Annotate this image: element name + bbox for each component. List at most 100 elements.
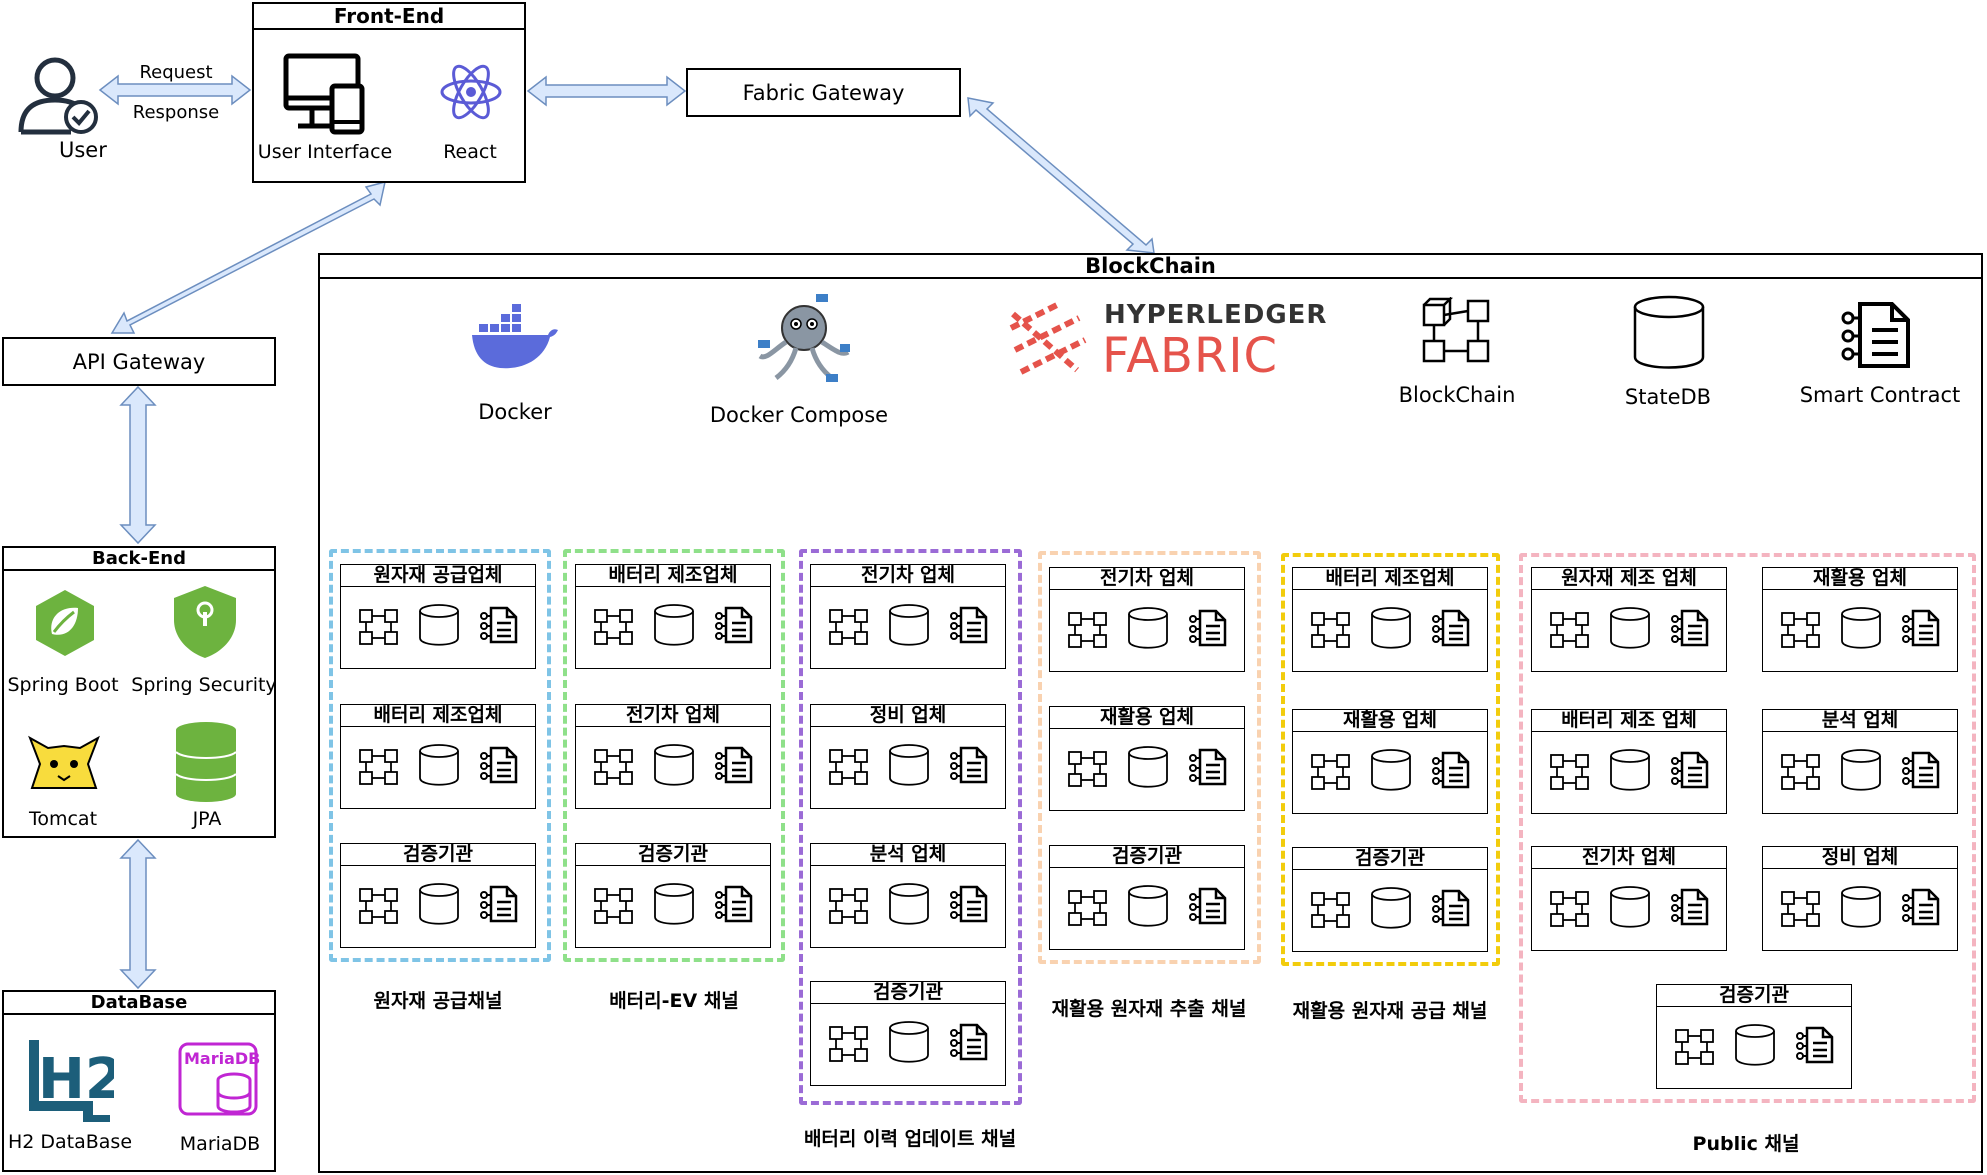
channel-node: 배터리 제조업체 [575,564,771,669]
statedb-node-icon [654,744,694,786]
docker-compose-label: Docker Compose [709,403,889,427]
mariadb-icon: MariaDB [178,1042,262,1122]
channel-2-frame [563,549,785,962]
statedb-node-icon [1371,607,1411,649]
h2-label: H2 DataBase [7,1131,133,1153]
blockchain-icon [359,888,398,924]
statedb-node-icon [654,883,694,925]
smart-contract-node-icon [715,746,753,784]
smart-contract-node-icon [715,885,753,923]
smart-contract-node-icon [1671,888,1709,926]
docker-label: Docker [478,400,552,424]
statedb-node-icon [1371,749,1411,791]
channel-node: 검증기관 [1292,847,1488,952]
spring-boot-icon [30,588,100,662]
blockchain-icon [594,888,633,924]
channel-label: 재활용 원자재 추출 채널 [1051,998,1247,1020]
smart-contract-node-icon [1671,609,1709,647]
channel-node: 배터리 제조업체 [1292,567,1488,672]
statedb-node-icon [1371,887,1411,929]
channel-label: Public 채널 [1692,1133,1800,1155]
node-title: 재활용 업체 [1293,710,1487,732]
statedb-node-icon [1610,749,1650,791]
channel-node: 재활용 업체 [1049,706,1245,811]
node-title: 검증기관 [341,844,535,866]
statedb-node-icon [889,1021,929,1063]
statedb-node-icon [1128,746,1168,788]
channel-node: 원자재 공급업체 [340,564,536,669]
smart-contract-node-icon [480,746,518,784]
statedb-node-icon [654,604,694,646]
blockchain-icon [829,888,868,924]
backend-db-arrow [119,838,157,990]
channel-node: 분석 업체 [810,843,1006,948]
channel-node: 전기차 업체 [810,564,1006,669]
statedb-node-icon [1610,607,1650,649]
ui-label: User Interface [257,141,393,163]
user-label: User [59,138,107,162]
node-title: 배터리 제조 업체 [1532,710,1726,732]
node-title: 정비 업체 [811,705,1005,727]
jpa-icon [174,720,238,808]
user-icon [15,50,105,140]
node-title: 원자재 공급업체 [341,565,535,587]
docker-compose-icon [756,290,852,390]
smart-contract-node-icon [1902,888,1940,926]
smart-contract-node-icon [1189,887,1227,925]
channel-node: 배터리 제조 업체 [1531,709,1727,814]
blockchain-icon [359,609,398,645]
smart-contract-node-icon [715,606,753,644]
smart-contract-label: Smart Contract [1799,383,1961,407]
channel-node: 원자재 제조 업체 [1531,567,1727,672]
h2-logo-icon: H2 [28,1036,124,1126]
blockchain-icon [1068,751,1107,787]
jpa-label: JPA [192,808,222,830]
database-title: DataBase [4,992,274,1015]
backend-title: Back-End [4,548,274,571]
smart-contract-icon [1840,300,1912,374]
channel-node: 재활용 업체 [1762,567,1958,672]
blockchain-icon [594,749,633,785]
blockchain-icon [1068,612,1107,648]
node-title: 배터리 제조업체 [576,565,770,587]
node-title: 전기차 업체 [811,565,1005,587]
channel-node: 검증기관 [340,843,536,948]
statedb-node-icon [419,744,459,786]
channel-4-frame [1038,551,1261,964]
node-title: 재활용 업체 [1050,707,1244,729]
fabric-text: FABRIC [1102,328,1278,384]
statedb-node-icon [1128,885,1168,927]
smart-contract-node-icon [1189,748,1227,786]
fabric-gateway-label: Fabric Gateway [742,81,905,105]
blockchain-icon [829,749,868,785]
smart-contract-node-icon [1902,609,1940,647]
node-title: 전기차 업체 [576,705,770,727]
statedb-node-icon [419,604,459,646]
node-title: 정비 업체 [1763,847,1957,869]
react-icon [439,60,503,128]
frontend-gateway-arrow [526,75,687,107]
blockchain-icon [359,749,398,785]
node-title: 분석 업체 [811,844,1005,866]
statedb-node-icon [889,883,929,925]
hyperledger-fabric-logo-icon [1005,298,1089,386]
channel-node: 검증기관 [575,843,771,948]
api-gateway-label: API Gateway [72,350,206,374]
channel-3-frame [799,549,1022,1105]
blockchain-icon [1311,892,1350,928]
node-title: 검증기관 [811,982,1005,1004]
smart-contract-node-icon [950,885,988,923]
hyperledger-text: HYPERLEDGER [1104,300,1328,330]
channel-label: 배터리-EV 채널 [609,990,739,1012]
smart-contract-node-icon [480,885,518,923]
channel-node: 검증기관 [1656,984,1852,1089]
statedb-node-icon [1841,607,1881,649]
smart-contract-node-icon [1432,889,1470,927]
channel-6-frame [1519,553,1976,1103]
statedb-label: StateDB [1624,385,1712,409]
blockchain-icon [1781,754,1820,790]
spring-security-label: Spring Security [131,674,277,696]
channel-label: 원자재 공급채널 [373,990,503,1012]
blockchain-icon [1781,891,1820,927]
